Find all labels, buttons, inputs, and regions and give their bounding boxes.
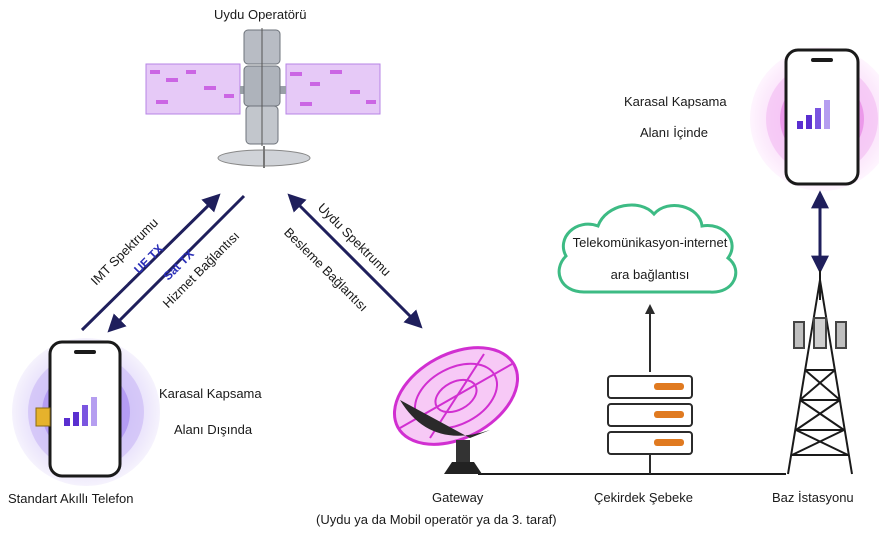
phone-right-coverage-line1: Karasal Kapsama: [624, 94, 727, 109]
phone-left-caption: Standart Akıllı Telefon: [8, 491, 134, 506]
core-server-icon: [607, 375, 693, 474]
cloud-line1: Telekomünikasyon-internet: [572, 235, 728, 250]
gateway-label: Gateway: [432, 490, 484, 505]
gateway-dish-icon: [392, 346, 520, 474]
phone-left-icon: [35, 340, 122, 478]
phone-right-coverage-line2: Alanı İçinde: [640, 125, 708, 140]
footnote-label: (Uydu ya da Mobil operatör ya da 3. tara…: [316, 512, 557, 527]
cloud-line2: ara bağlantısı: [610, 267, 690, 282]
tower-icon: [787, 270, 853, 475]
base-station-label: Baz İstasyonu: [772, 490, 854, 505]
satellite-label: Uydu Operatörü: [214, 7, 307, 22]
phone-left-coverage-line2: Alanı Dışında: [174, 422, 253, 437]
phone-left-coverage-line1: Karasal Kapsama: [159, 386, 262, 401]
uplink-arrow: [80, 193, 221, 332]
downlink-arrow: [107, 194, 246, 333]
phone-right-icon: [784, 48, 860, 186]
core-network-label: Çekirdek Şebeke: [594, 490, 693, 505]
cloud-shape: [557, 203, 738, 294]
satellite-icon: [145, 28, 381, 168]
feeder-arrow: [287, 193, 423, 329]
